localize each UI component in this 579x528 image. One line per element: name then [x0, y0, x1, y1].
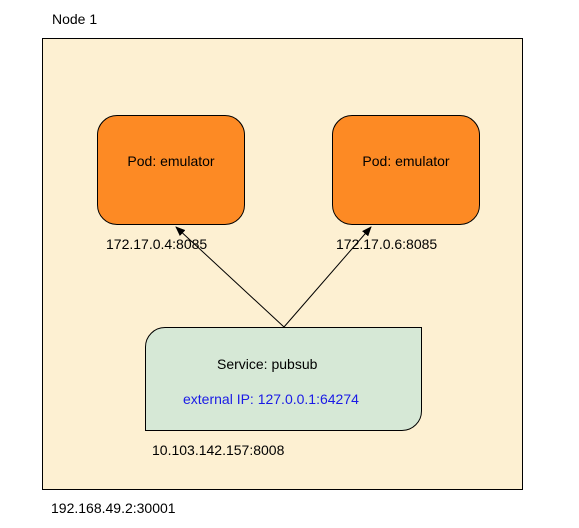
service-label: Service: pubsub — [217, 356, 318, 372]
pod-label: Pod: emulator — [127, 153, 215, 169]
service-box — [145, 327, 422, 431]
pod-emulator-2: Pod: emulator — [332, 115, 480, 225]
arrow-to-pod-1 — [175, 226, 285, 328]
pod-emulator-1: Pod: emulator — [97, 115, 245, 225]
pod-label: Pod: emulator — [362, 153, 450, 169]
service-external-ip: external IP: 127.0.0.1:64274 — [183, 391, 359, 407]
node-label: Node 1 — [52, 11, 98, 27]
pod-2-address: 172.17.0.6:8085 — [336, 236, 438, 252]
service-address: 10.103.142.157:8008 — [152, 442, 285, 458]
arrow-to-pod-2 — [283, 226, 372, 328]
node-address: 192.168.49.2:30001 — [51, 500, 176, 516]
pod-1-address: 172.17.0.4:8085 — [106, 236, 208, 252]
